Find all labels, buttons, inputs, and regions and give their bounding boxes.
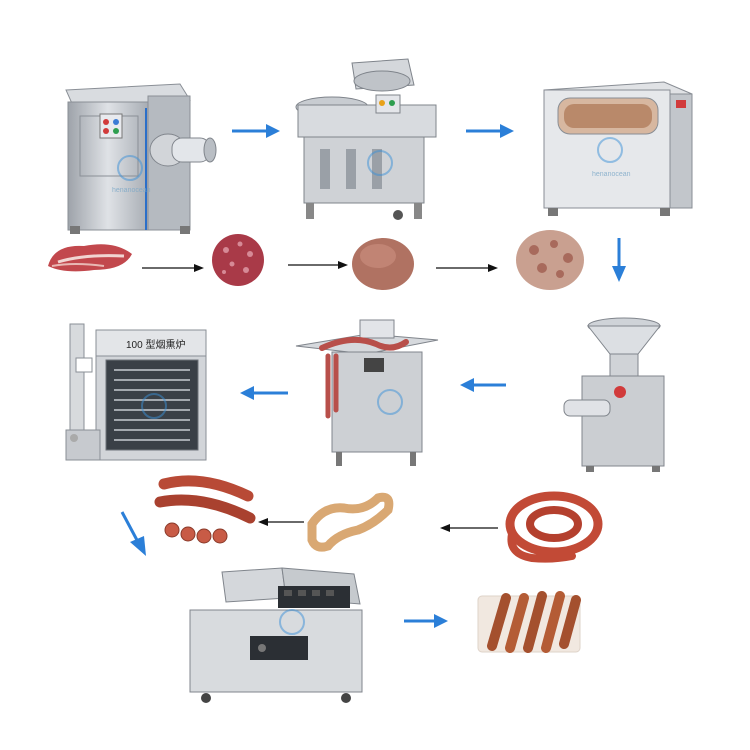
smoked-sausage-icon [154, 475, 256, 544]
arrow-left-icon [240, 386, 288, 400]
smoked-sausage [152, 474, 258, 546]
flow-arrow [460, 378, 506, 392]
arrow-left-icon [460, 378, 506, 392]
flow-arrow [440, 523, 498, 533]
vacuum-packer [186, 566, 366, 706]
arrow-right-icon [142, 264, 204, 272]
packed-sausage [474, 586, 586, 660]
flow-arrow [142, 263, 204, 273]
smokehouse: 100 型烟熏炉 [62, 318, 212, 468]
flow-arrow [466, 124, 514, 138]
arrow-right-icon [232, 124, 280, 138]
arrow-right-icon [404, 614, 448, 628]
bowl-cutter [290, 55, 440, 225]
oven-label: 100 型烟熏炉 [126, 338, 185, 351]
flow-arrow [232, 124, 280, 138]
sausage-filler [560, 314, 670, 474]
watermark-text: henanocean [112, 187, 151, 194]
arrow-right-icon [288, 261, 348, 269]
flow-arrow [288, 260, 348, 270]
chopped-paste [350, 226, 416, 292]
mixed-filling [514, 228, 586, 292]
linked-sausage [304, 484, 396, 554]
flow-arrow [120, 511, 150, 556]
flow-arrow [240, 386, 288, 400]
arrow-down-icon [612, 238, 626, 282]
meat-grinder-icon: henanocean [65, 83, 217, 234]
flow-arrow [436, 263, 498, 273]
flow-arrow [612, 238, 626, 282]
packed-sausage-icon [477, 591, 581, 653]
flow-arrow [404, 614, 448, 628]
arrow-right-icon [466, 124, 514, 138]
bowl-cutter-icon [295, 58, 437, 220]
meat-grinder: henanocean [60, 80, 220, 240]
raw-meat [44, 236, 136, 276]
arrow-left-icon [440, 524, 498, 532]
arrow-left-icon [258, 518, 304, 526]
meat-paste-icon [352, 238, 414, 290]
mixed-filling-icon [516, 230, 584, 290]
arrow-down-right-icon [120, 511, 146, 556]
sausage-linker-icon [295, 319, 439, 466]
mixer-icon: henanocean [543, 81, 693, 216]
minced-meat [210, 232, 266, 288]
flow-arrow [258, 517, 304, 527]
sausage-tying-machine [292, 312, 442, 472]
linked-sausage-icon [307, 492, 394, 552]
watermark-text: henanocean [592, 171, 631, 178]
sausage-filler-icon [563, 317, 665, 472]
arrow-right-icon [436, 264, 498, 272]
minced-meat-icon [212, 234, 264, 286]
vacuum-packer-icon [189, 567, 363, 703]
vacuum-mixer: henanocean [540, 80, 700, 220]
coiled-sausage-icon [505, 491, 603, 563]
raw-meat-icon [48, 244, 132, 272]
coiled-sausage [502, 490, 603, 564]
smokehouse-icon: 100 型烟熏炉 [65, 323, 207, 461]
